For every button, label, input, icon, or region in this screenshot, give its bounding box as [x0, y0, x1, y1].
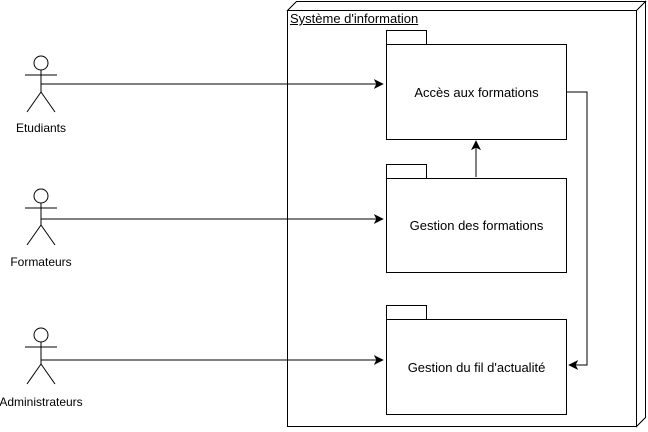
package-acces-label: Accès aux formations: [414, 84, 539, 100]
actor-etudiants-label: Etudiants: [15, 121, 67, 135]
package-fil-actualite-tab: [386, 305, 427, 319]
package-gestion-fil-actualite: Gestion du fil d'actualité: [386, 319, 567, 415]
package-acces-tab: [386, 30, 427, 44]
actor-formateurs-label: Formateurs: [10, 255, 72, 269]
package-gestion-formations-tab: [386, 164, 427, 178]
package-gestion-formations-label: Gestion des formations: [409, 218, 544, 233]
package-gestion-des-formations: Gestion des formations: [386, 178, 567, 273]
system-node-top-face: [286, 1, 647, 11]
system-node-right-face: [636, 0, 646, 428]
system-boundary-title: Système d'information: [290, 11, 419, 26]
package-acces-aux-formations: Accès aux formations: [386, 44, 567, 140]
actor-administrateurs-label: Administrateurs: [0, 395, 83, 409]
package-fil-actualite-label: Gestion du fil d'actualité: [407, 359, 546, 375]
